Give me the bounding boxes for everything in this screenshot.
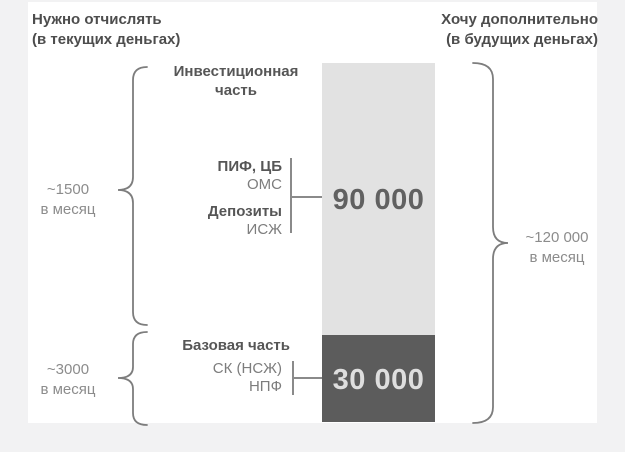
annotation-investment-period: в месяц: [40, 201, 96, 218]
header-left-line2: (в текущих деньгах): [32, 31, 181, 48]
header-right-line2: (в будущих деньгах): [446, 31, 598, 48]
header-left-line1: Нужно отчислять: [32, 11, 162, 28]
investment-section-title: Инвестиционная часть: [156, 62, 316, 100]
header-right: Хочу дополнительно (в будущих деньгах): [441, 10, 598, 50]
brace-left-base: [117, 331, 148, 426]
investment-tick-horizontal: [290, 196, 322, 198]
bar-segment-base: [322, 335, 435, 422]
investment-title-line2: часть: [215, 82, 257, 99]
brace-left-investment: [117, 66, 148, 326]
bar-segment-investment: [322, 63, 435, 335]
annotation-investment-contribution: ~1500 в месяц: [28, 180, 108, 220]
instrument-isz: ИСЖ: [246, 221, 282, 238]
annotation-total-amount: ~120 000: [525, 229, 589, 246]
annotation-total-period: в месяц: [529, 249, 585, 266]
base-section-title: Базовая часть: [182, 337, 290, 354]
content-panel: [28, 2, 597, 423]
investment-tick-vertical: [290, 158, 292, 233]
bar-value-investment: 90 000: [332, 184, 425, 216]
investment-title-line1: Инвестиционная: [173, 63, 299, 80]
annotation-total-goal: ~120 000 в месяц: [512, 228, 602, 268]
annotation-base-amount: ~3000: [46, 361, 90, 378]
bar-value-base: 30 000: [332, 364, 425, 396]
annotation-base-contribution: ~3000 в месяц: [28, 360, 108, 400]
annotation-base-period: в месяц: [40, 381, 96, 398]
instrument-deposits: Депозиты: [207, 203, 282, 220]
base-instruments-list: СК (НСЖ) НПФ: [213, 360, 282, 396]
instrument-npf: НПФ: [248, 378, 282, 395]
header-right-line1: Хочу дополнительно: [441, 11, 598, 28]
brace-right-total: [472, 62, 509, 424]
base-tick-horizontal: [292, 377, 322, 379]
header-left: Нужно отчислять (в текущих деньгах): [32, 10, 180, 50]
instrument-oms: ОМС: [247, 176, 282, 193]
instrument-pif-cb: ПИФ, ЦБ: [217, 158, 282, 175]
investment-instruments-list: ПИФ, ЦБ ОМС Депозиты ИСЖ: [208, 158, 282, 239]
annotation-investment-amount: ~1500: [46, 181, 90, 198]
instrument-sk-nsz: СК (НСЖ): [212, 360, 282, 377]
